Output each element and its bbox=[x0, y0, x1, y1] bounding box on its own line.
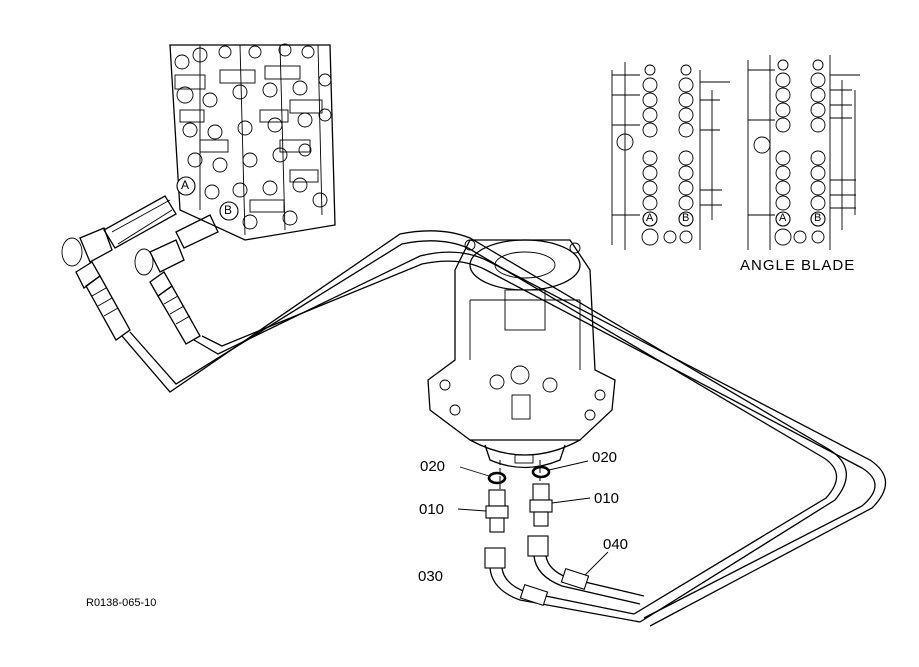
leader-020-right bbox=[548, 460, 589, 471]
inset1-port-b-label: B bbox=[682, 212, 690, 224]
callout-030: 030 bbox=[418, 568, 444, 585]
port-a-label: A bbox=[181, 178, 190, 192]
adapter-left bbox=[485, 489, 509, 533]
adapter-right bbox=[529, 483, 553, 527]
leader-010-right bbox=[551, 497, 591, 504]
hose-030 bbox=[484, 547, 641, 623]
hose-040 bbox=[527, 535, 645, 605]
swing-motor bbox=[427, 239, 616, 469]
callout-040: 040 bbox=[603, 536, 629, 553]
port-b-label: B bbox=[224, 203, 233, 217]
hose-inner bbox=[193, 251, 887, 627]
inset1-port-a-label: A bbox=[646, 212, 654, 224]
callout-020-left: 020 bbox=[420, 458, 446, 475]
hose-outer bbox=[121, 230, 848, 623]
o-ring-right bbox=[531, 465, 551, 479]
right-elbow-fitting bbox=[134, 214, 219, 345]
leader-020-left bbox=[459, 466, 490, 477]
callout-010-right: 010 bbox=[594, 490, 620, 507]
callout-010-left: 010 bbox=[419, 501, 445, 518]
drawing-code: R0138-065-10 bbox=[86, 597, 157, 609]
left-elbow-fitting bbox=[61, 195, 177, 341]
inset2-port-b-label: B bbox=[814, 212, 822, 224]
port-a-circle bbox=[176, 176, 196, 196]
inset-schematic-1 bbox=[611, 62, 730, 250]
leader-040 bbox=[584, 551, 609, 576]
control-valve-block bbox=[169, 43, 336, 241]
angle-blade-caption: ANGLE BLADE bbox=[740, 257, 856, 274]
port-b-circle bbox=[219, 201, 239, 221]
o-ring-left bbox=[487, 471, 507, 485]
inset2-port-a-label: A bbox=[779, 212, 787, 224]
inset-schematic-2 bbox=[747, 55, 860, 250]
callout-020-right: 020 bbox=[592, 449, 618, 466]
leader-010-left bbox=[457, 508, 487, 512]
